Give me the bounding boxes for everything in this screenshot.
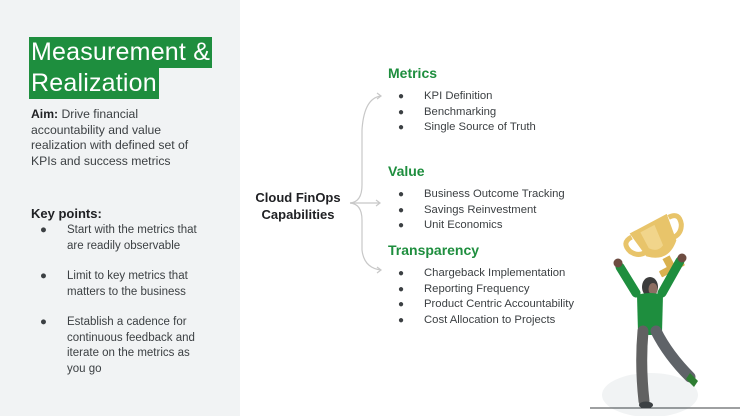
key-point-item: ● Limit to key metrics that matters to th… <box>40 269 210 300</box>
list-item: ● KPI Definition <box>398 89 536 105</box>
list-item-text: Benchmarking <box>424 105 497 118</box>
list-item: ● Single Source of Truth <box>398 120 536 136</box>
list-item-text: Cost Allocation to Projects <box>424 313 556 326</box>
left-panel: Measurement & Realization Aim: Drive fin… <box>0 0 240 416</box>
list-item: ● Product Centric Accountability <box>398 297 574 313</box>
aim-label: Aim: <box>31 107 59 121</box>
leg-left <box>636 325 650 407</box>
section-heading-transparency: Transparency <box>388 242 480 258</box>
key-point-text: Limit to key metrics that matters to the… <box>67 270 188 298</box>
title-line-2: Realization <box>29 68 159 99</box>
section-heading-metrics: Metrics <box>388 65 438 81</box>
bullet-icon: ● <box>398 268 405 279</box>
list-item: ● Chargeback Implementation <box>398 266 574 282</box>
face <box>648 283 658 295</box>
bullet-icon: ● <box>398 189 405 200</box>
person-holding-trophy-icon <box>590 213 740 416</box>
bullet-icon: ● <box>398 299 405 310</box>
bullet-icon: ● <box>40 224 47 236</box>
bullet-icon: ● <box>398 283 405 295</box>
left-hand <box>613 258 623 268</box>
key-point-text: Start with the metrics that are readily … <box>67 224 197 252</box>
bracket-arrowhead-mid <box>375 199 381 207</box>
list-item-text: Business Outcome Tracking <box>424 188 565 200</box>
bullet-icon: ● <box>398 91 405 102</box>
list-item: ● Cost Allocation to Projects <box>398 313 574 329</box>
bracket-curve <box>349 95 382 271</box>
capabilities-line-2: Capabilities <box>261 207 335 222</box>
key-point-text: Establish a cadence for continuous feedb… <box>67 316 195 375</box>
aim-text: Aim: Drive financial accountability and … <box>31 107 211 169</box>
leg-right <box>650 325 696 383</box>
list-item-text: Chargeback Implementation <box>424 267 566 279</box>
bullet-icon: ● <box>398 220 405 231</box>
bracket-arrowhead-top <box>376 92 382 100</box>
list-item: ● Reporting Frequency <box>398 282 574 298</box>
section-list-value: ● Business Outcome Tracking ● Savings Rein… <box>398 187 565 234</box>
slide-title: Measurement & Realization <box>29 37 213 99</box>
bullet-icon: ● <box>398 122 405 133</box>
bullet-icon: ● <box>398 204 405 216</box>
torso <box>637 293 663 335</box>
left-arm <box>615 262 641 298</box>
list-item-text: Product Centric Accountability <box>424 298 575 310</box>
key-point-item: ● Establish a cadence for continuous feed… <box>40 315 210 377</box>
bullet-icon: ● <box>40 270 47 282</box>
list-item-text: Single Source of Truth <box>424 121 536 133</box>
right-arm <box>657 256 685 298</box>
list-item-text: Unit Economics <box>424 219 503 231</box>
trophy <box>623 213 685 278</box>
title-line-1: Measurement & <box>29 37 213 68</box>
list-item: ● Savings Reinvestment <box>398 203 565 219</box>
ground-shadow <box>602 373 698 416</box>
section-heading-value: Value <box>388 163 425 179</box>
right-hand <box>677 253 687 263</box>
bullet-icon: ● <box>40 316 47 328</box>
bullet-icon: ● <box>398 314 405 326</box>
section-list-transparency: ● Chargeback Implementation ● Reporting Fr… <box>398 266 574 328</box>
list-item-text: KPI Definition <box>424 90 493 102</box>
bracket-connector <box>349 92 382 274</box>
key-points-heading: Key points: <box>31 206 102 221</box>
section-list-metrics: ● KPI Definition ● Benchmarking ● Single So… <box>398 89 536 136</box>
list-item: ● Business Outcome Tracking <box>398 187 565 203</box>
capabilities-line-1: Cloud FinOps <box>255 190 341 205</box>
bracket-arrowhead-bottom <box>376 266 382 274</box>
shoe-right <box>686 373 698 387</box>
list-item: ● Benchmarking <box>398 105 536 121</box>
shoe-left <box>639 401 653 409</box>
list-item-text: Reporting Frequency <box>424 282 530 295</box>
key-point-item: ● Start with the metrics that are readily… <box>40 223 210 254</box>
list-item-text: Savings Reinvestment <box>424 203 537 216</box>
list-item: ● Unit Economics <box>398 218 565 234</box>
aim-description: Drive financial accountability and value… <box>31 107 189 168</box>
bullet-icon: ● <box>398 106 405 118</box>
key-points-list: ● Start with the metrics that are readily… <box>40 223 210 377</box>
capabilities-label: Cloud FinOps Capabilities <box>246 189 350 223</box>
